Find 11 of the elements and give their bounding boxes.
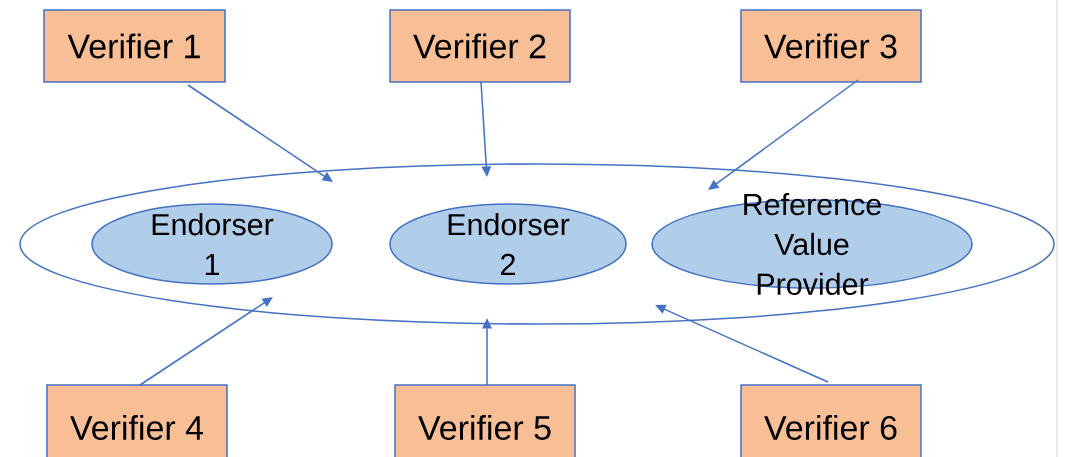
- arrow: [655, 304, 829, 383]
- arrow: [708, 79, 859, 190]
- verifier-box: Verifier 3: [740, 9, 922, 83]
- arrow: [139, 297, 273, 386]
- verifier-box: Verifier 1: [43, 9, 226, 83]
- verifier-box: Verifier 2: [389, 9, 571, 83]
- arrow: [187, 84, 333, 182]
- ellipse: [19, 163, 1055, 325]
- verifier-box: Verifier 5: [394, 384, 576, 457]
- verifier-box: Verifier 6: [740, 384, 922, 457]
- verifier-box: Verifier 4: [46, 384, 228, 457]
